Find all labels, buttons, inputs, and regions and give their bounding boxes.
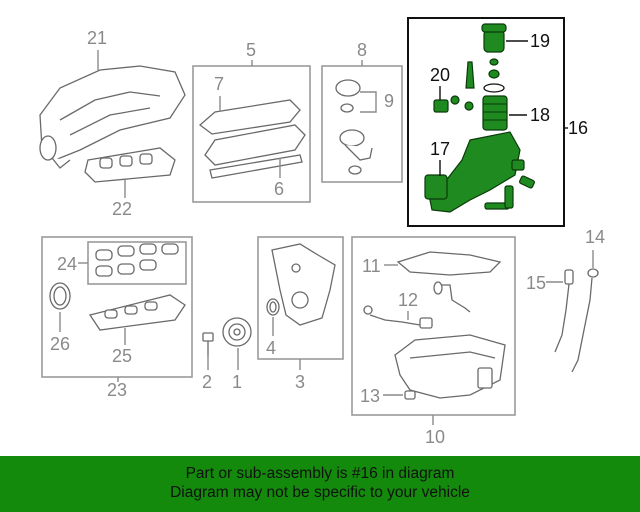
group-box-8 [321, 65, 403, 183]
parts-diagram: 21 22 5 7 6 8 9 16 [39, 17, 605, 447]
callout-11: 11 [362, 256, 381, 276]
callout-12: 12 [398, 290, 418, 310]
filter-housing-17[interactable] [424, 131, 535, 213]
banner-line-2: Diagram may not be specific to your vehi… [170, 484, 470, 501]
callout-20: 20 [430, 65, 450, 85]
callout-25: 25 [112, 346, 132, 366]
callout-10: 10 [425, 427, 445, 447]
dipstick-tube-14[interactable] [571, 268, 599, 373]
callout-14: 14 [585, 227, 605, 247]
bolt-2[interactable] [202, 332, 214, 356]
gasket-11[interactable] [396, 251, 502, 276]
oil-filler-cap[interactable] [335, 79, 373, 175]
info-banner: Part or sub-assembly is #16 in diagram D… [0, 456, 640, 512]
gasket-25[interactable] [88, 294, 186, 331]
callout-3: 3 [295, 372, 305, 392]
gasket-26[interactable] [49, 282, 71, 310]
callout-5: 5 [246, 40, 256, 60]
callout-21: 21 [87, 28, 107, 48]
callout-19: 19 [530, 31, 550, 51]
oil-filter-cap-19[interactable] [481, 23, 507, 93]
callout-6: 6 [274, 179, 284, 199]
group-box-23 [41, 236, 193, 378]
callout-15: 15 [526, 273, 546, 293]
oil-pump-pickup[interactable] [433, 281, 471, 313]
callout-18: 18 [530, 105, 550, 125]
callout-26: 26 [50, 334, 70, 354]
oil-filter-18[interactable] [482, 95, 508, 131]
callout-1: 1 [232, 372, 242, 392]
banner-line-1: Part or sub-assembly is #16 in diagram [185, 465, 455, 482]
intake-manifold-21[interactable] [39, 65, 186, 169]
dipstick-15[interactable] [554, 269, 574, 353]
pulley-1[interactable] [222, 317, 252, 347]
callout-7: 7 [214, 74, 224, 94]
callout-22: 22 [112, 199, 132, 219]
callout-23: 23 [107, 380, 127, 400]
callout-2: 2 [202, 372, 212, 392]
callout-13: 13 [360, 386, 380, 406]
callout-16: 16 [568, 118, 588, 138]
sensor-20[interactable] [433, 61, 475, 113]
oil-pan[interactable] [394, 334, 506, 399]
callout-8: 8 [357, 40, 367, 60]
group-box-16[interactable] [407, 17, 565, 227]
gaskets-24[interactable] [95, 243, 179, 280]
valve-cover-7[interactable] [198, 99, 301, 135]
callout-17: 17 [430, 139, 450, 159]
callout-24: 24 [57, 254, 77, 274]
front-cover[interactable] [271, 243, 336, 326]
valve-cover-6[interactable] [204, 124, 306, 179]
callout-9: 9 [384, 91, 394, 111]
seal-4[interactable] [266, 298, 280, 316]
drain-plug-13[interactable] [404, 390, 416, 400]
sensor-12[interactable] [363, 305, 433, 329]
callout-4: 4 [266, 338, 276, 358]
intake-gasket-22[interactable] [84, 147, 176, 183]
